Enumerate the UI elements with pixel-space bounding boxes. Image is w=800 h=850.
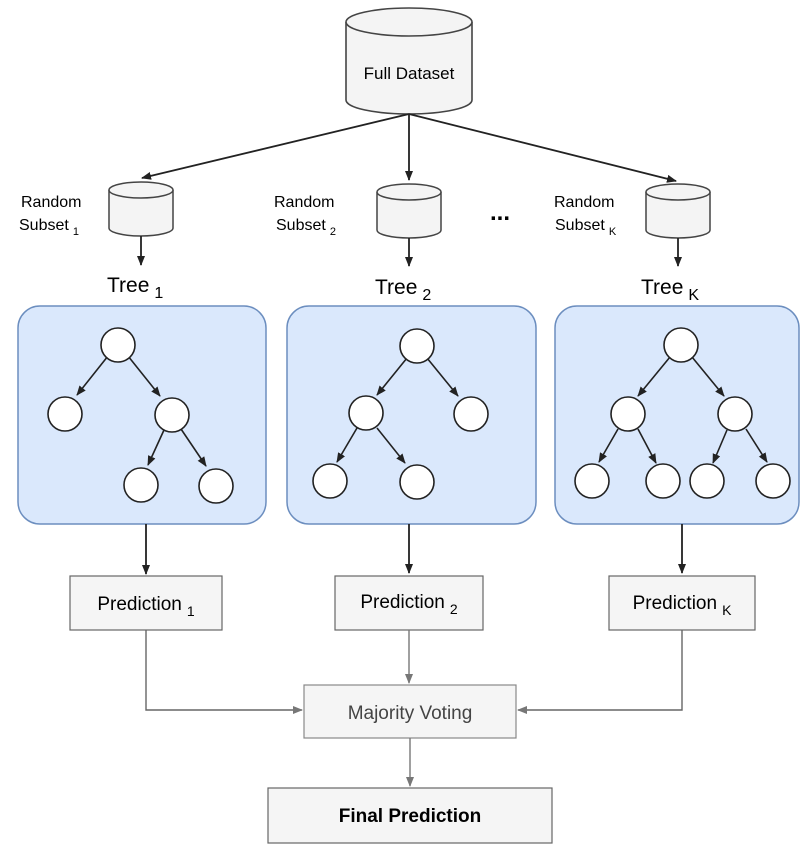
majority-voting-label: Majority Voting <box>348 703 473 724</box>
tree-panel-1 <box>17 305 267 525</box>
tree-node <box>610 396 646 432</box>
final-prediction-label: Final Prediction <box>339 806 482 827</box>
tree-2-edge <box>376 357 408 396</box>
tree-2-graph <box>312 328 489 500</box>
subset-2-index: 2 <box>330 226 336 238</box>
subset-cylinder-2 <box>376 183 442 239</box>
prediction-2-word: Prediction <box>360 592 445 613</box>
subset-k-line1: Random <box>554 194 614 211</box>
tree-1-graph <box>47 327 234 504</box>
tree-2-edge <box>376 427 406 464</box>
subset-1-word: Subset <box>19 217 69 234</box>
tree-node <box>717 396 753 432</box>
majority-voting-box: Majority Voting <box>303 684 517 739</box>
tree-node <box>453 396 489 432</box>
final-prediction-box: Final Prediction <box>267 787 553 844</box>
tree-1-edge <box>127 355 161 397</box>
tree-1-edge <box>147 429 165 466</box>
subset-2-line1: Random <box>274 194 334 211</box>
tree-title-2: Tree 2 <box>375 276 431 304</box>
tree-k-edge <box>598 428 619 463</box>
tree-k-index: K <box>688 287 699 304</box>
tree-2-edge <box>426 357 459 397</box>
prediction-1-word: Prediction <box>97 594 182 615</box>
tree-node <box>312 463 348 499</box>
tree-k-edge <box>745 428 768 463</box>
tree-k-edge <box>637 356 671 397</box>
tree-1-edge <box>180 428 207 467</box>
subset-1-index: 1 <box>73 226 79 238</box>
tree-title-k: Tree K <box>641 276 699 304</box>
prediction-box-2: Prediction 2 <box>334 575 484 631</box>
tree-node <box>198 468 234 504</box>
subset-2-word: Subset <box>276 217 326 234</box>
arrow-dataset-to-subset-k <box>408 113 677 183</box>
subset-cylinder-k <box>645 183 711 239</box>
prediction-1-text: Prediction 1 <box>97 594 195 619</box>
prediction-1-index: 1 <box>187 603 195 619</box>
tree-panel-2 <box>286 305 537 525</box>
tree-title-1: Tree 1 <box>107 274 163 302</box>
tree-node <box>100 327 136 363</box>
subset-2-line2: Subset 2 <box>276 217 336 238</box>
tree-node <box>399 328 435 364</box>
prediction-box-1: Prediction 1 <box>69 575 223 631</box>
arrow-prediction-k-to-voting <box>517 630 683 714</box>
tree-node <box>154 397 190 433</box>
subset-label-1: Random Subset 1 <box>19 194 81 238</box>
tree-2-edge <box>336 427 358 463</box>
tree-1-edge <box>76 355 109 396</box>
tree-node <box>755 463 791 499</box>
tree-1-word: Tree <box>107 274 149 297</box>
tree-k-word: Tree <box>641 276 683 299</box>
tree-node <box>663 327 699 363</box>
arrow-prediction-1-to-voting <box>145 630 303 714</box>
tree-k-edge <box>637 428 657 464</box>
subset-k-word: Subset <box>555 217 605 234</box>
subset-1-line1: Random <box>21 194 81 211</box>
tree-1-index: 1 <box>154 285 163 302</box>
arrow-dataset-to-subset-1 <box>141 113 410 180</box>
tree-node <box>399 464 435 500</box>
tree-k-edge <box>691 356 725 397</box>
tree-panel-k <box>554 305 800 525</box>
prediction-k-word: Prediction <box>633 593 718 614</box>
tree-node <box>689 463 725 499</box>
prediction-k-index: K <box>722 602 732 618</box>
tree-node <box>574 463 610 499</box>
tree-node <box>123 467 159 503</box>
full-dataset-cylinder: Full Dataset <box>345 7 473 115</box>
tree-2-index: 2 <box>422 287 431 304</box>
subset-label-2: Random Subset 2 <box>274 194 336 238</box>
tree-node <box>348 395 384 431</box>
prediction-2-index: 2 <box>450 601 458 617</box>
ellipsis: ... <box>490 199 510 226</box>
subset-cylinder-1 <box>108 181 174 237</box>
prediction-2-text: Prediction 2 <box>360 592 458 617</box>
tree-k-edge <box>712 429 728 464</box>
subset-k-index: K <box>609 226 617 238</box>
tree-node <box>645 463 681 499</box>
tree-2-word: Tree <box>375 276 417 299</box>
subset-1-line2: Subset 1 <box>19 217 79 238</box>
tree-k-graph <box>574 327 791 499</box>
tree-node <box>47 396 83 432</box>
full-dataset-label: Full Dataset <box>364 64 455 83</box>
